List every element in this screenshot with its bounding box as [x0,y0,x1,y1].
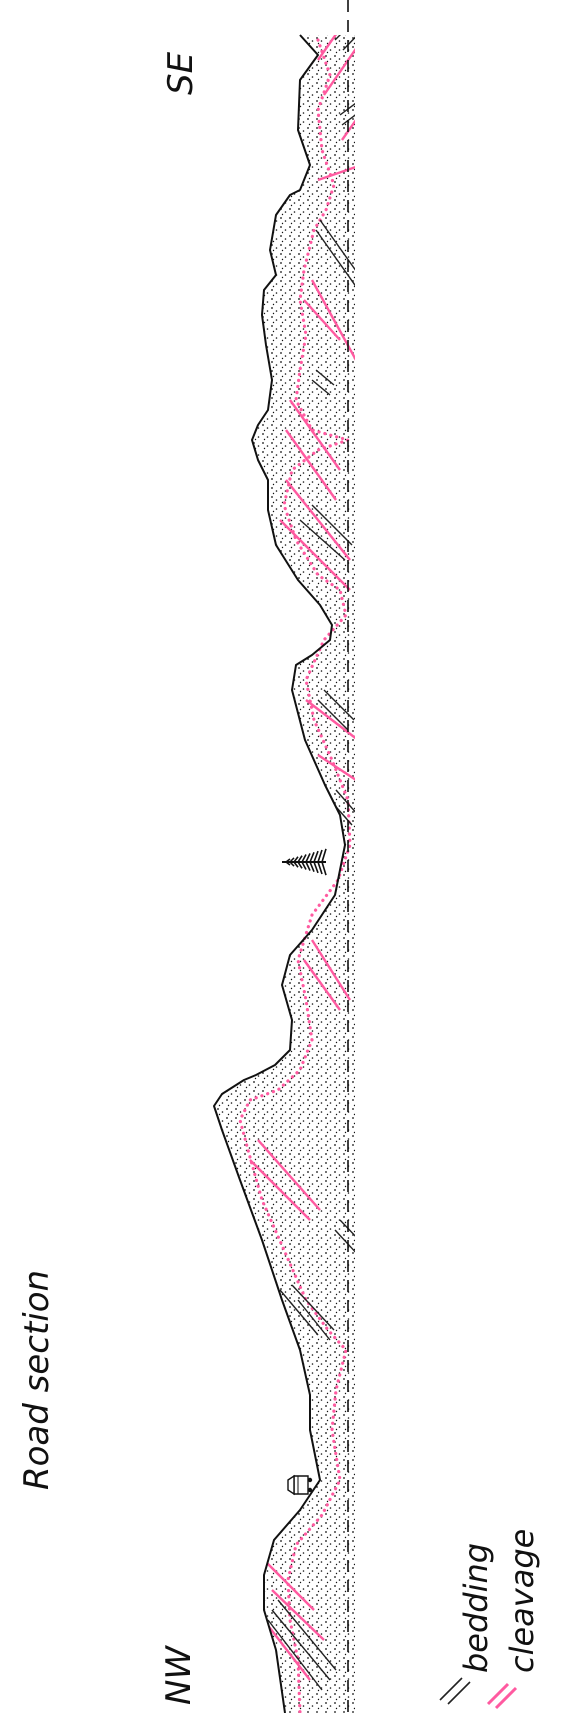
car-icon [288,1476,312,1494]
legend-bedding-label: bedding [457,1543,495,1673]
rock-body [214,35,355,1713]
legend-bedding-symbol [440,1678,470,1704]
legend: bedding cleavage [440,1529,541,1708]
diagram-title: Road section [17,1270,57,1490]
direction-nw-label: NW [159,1645,199,1705]
legend-cleavage-label: cleavage [503,1529,541,1673]
tree-icon [282,849,326,875]
legend-cleavage-symbol [488,1684,516,1708]
direction-se-label: SE [161,51,201,95]
